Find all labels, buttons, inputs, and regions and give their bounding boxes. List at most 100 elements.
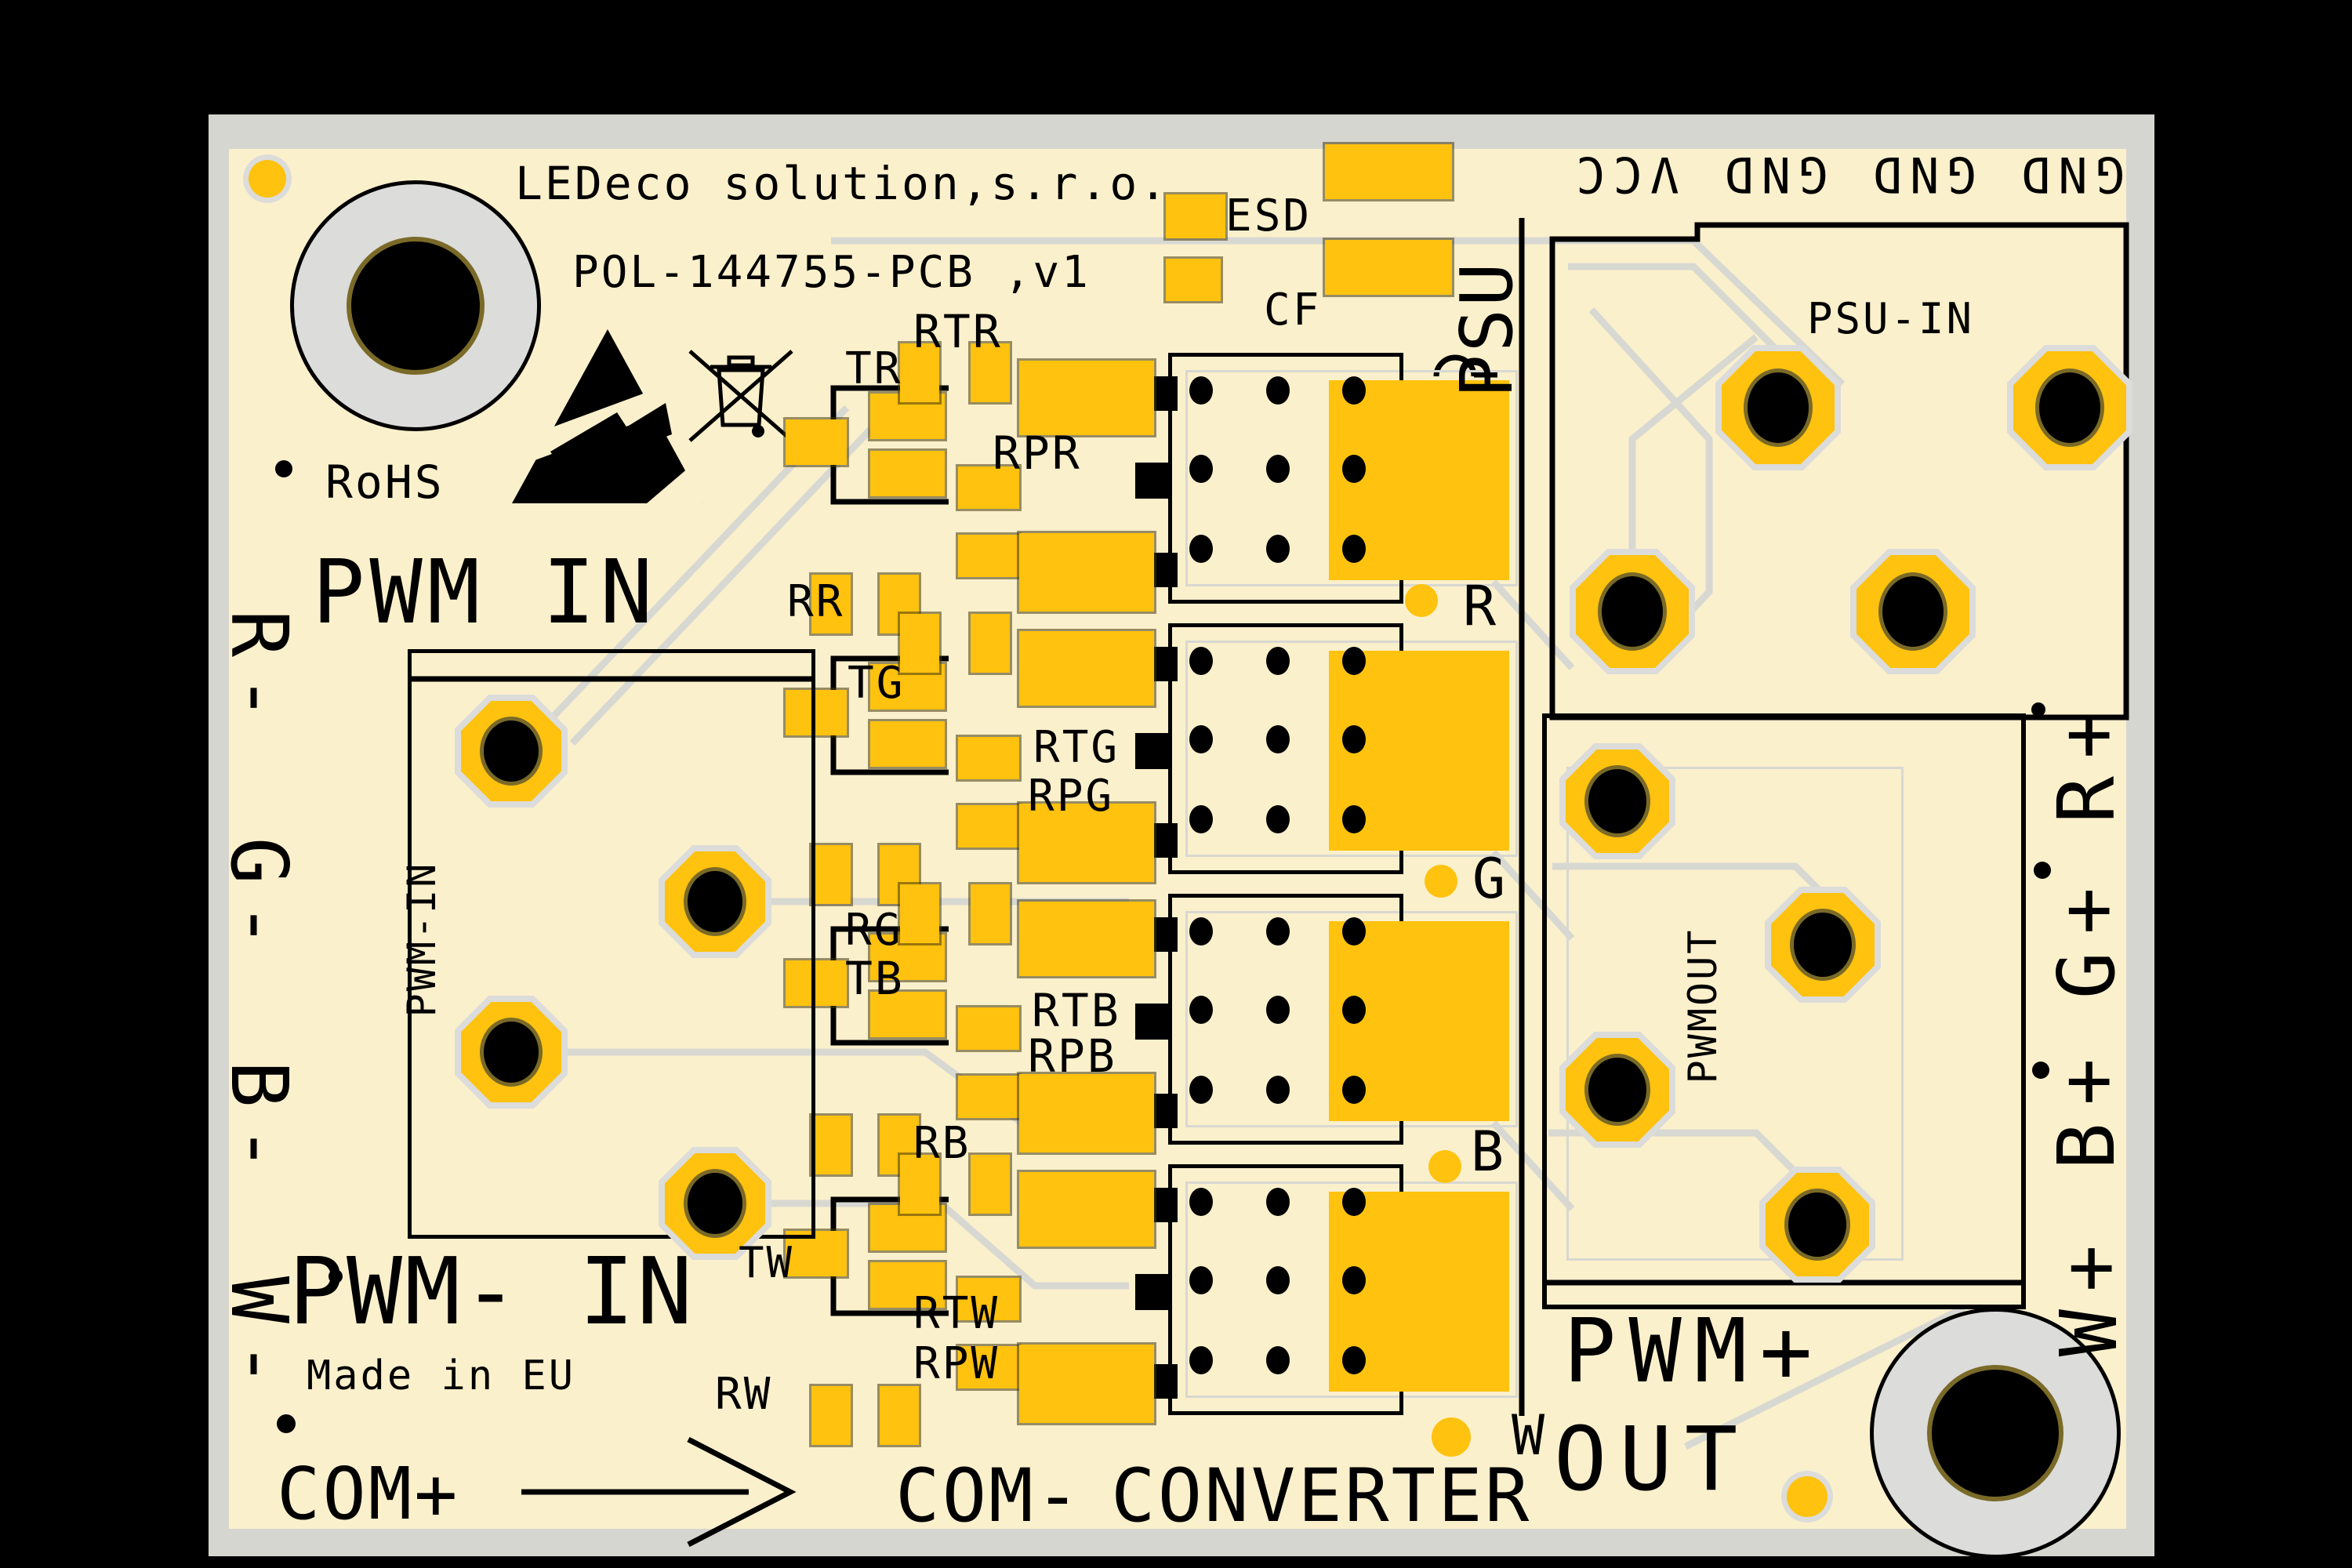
ssr-pin-dot-W-11 [1266,1266,1290,1294]
smd-pad-R-10 [1019,533,1154,612]
psu-rect-pad-2 [1325,240,1452,295]
ssr-side-pin-G-0 [1154,647,1178,681]
ssr-pin-dot-G-11 [1266,725,1290,753]
ref-tw: TW [739,1238,795,1287]
edge-b-plus: B+ [2041,1040,2132,1171]
mounting-hole-top-left [290,180,541,431]
smd-pad-W-8 [958,1346,1019,1388]
edge-w-minus: W- [213,1276,305,1406]
psu-in-pad-3-hole [1598,572,1667,651]
ref-rpr: RPR [993,426,1082,480]
ref-rpw: RPW [913,1338,1000,1389]
smd-pad-G-2 [870,721,945,767]
ssr-pin-dot-G-20 [1189,805,1213,833]
block-courtyard-W [1185,1181,1518,1398]
trace-6 [1490,579,1575,671]
smd-pad-G-0 [786,690,847,735]
smd-pad-W-9 [1019,1172,1154,1247]
smd-pad-G-7 [958,737,1019,779]
smd-pad-R-3 [811,575,851,633]
smd-pad-G-3 [811,845,851,904]
psu-label: PSU [1445,260,1529,398]
psu-in-pad-4-hole [1878,572,1947,651]
smd-pad-B-8 [958,1076,1019,1118]
pwm-in-pad-2-hole [684,867,746,936]
edge-g-minus: G- [213,837,305,967]
ref-tr: TR [845,343,903,394]
pwm-in-conn-label: PWM-IN [399,861,445,1018]
ssr-side-pin-B-0 [1154,917,1178,952]
ssr-pin-dot-B-20 [1189,1076,1213,1104]
trace-7 [1490,849,1575,942]
trace-1 [569,426,873,746]
ssr-side-pin-R-2 [1135,463,1170,499]
ssr-pin-dot-G-10 [1189,725,1213,753]
channel-g-dot [1425,865,1457,898]
channel-b-dot [1428,1150,1461,1183]
pwm-plus-label: PWM+ [1563,1301,1825,1403]
smd-pad-B-0 [786,960,847,1006]
edge-r-plus: R+ [2041,694,2132,824]
ssr-pin-dot-W-10 [1189,1266,1213,1294]
smd-pad-B-3 [811,1116,851,1174]
ssr-side-pin-G-1 [1154,823,1178,858]
channel-w-dot [1432,1417,1471,1457]
ssr-pin-dot-B-12 [1342,996,1366,1024]
ssr-pin-dot-R-11 [1266,455,1290,483]
smd-pad-W-2 [870,1262,945,1308]
gnd-vcc-flipped: GND GND GND VCC [1568,146,2125,203]
channel-r-dot [1405,584,1438,617]
ssr-pin-dot-B-22 [1342,1076,1366,1104]
trace-14 [1683,1304,1966,1450]
smd-pad-G-9 [1019,631,1154,706]
smd-pad-W-5 [900,1155,939,1214]
ssr-side-pin-G-2 [1135,733,1170,769]
ref-rb: RB [913,1118,971,1169]
pwm-in-connector-outline [408,649,815,1239]
ssr-pin-dot-R-10 [1189,455,1213,483]
ssr-side-pin-R-0 [1154,376,1178,411]
mounting-hole-top-left-bore [347,237,485,375]
psu-in-pad-2-hole [2035,368,2104,447]
esd-warning-icon [507,329,707,503]
ssr-pin-dot-B-02 [1342,917,1366,946]
converter-label: CONVERTER [1111,1454,1532,1539]
ref-tg: TG [848,658,906,709]
smd-pad-B-5 [900,884,939,943]
pwmout-pad-2-hole [1790,909,1856,981]
ssr-pin-dot-R-01 [1266,376,1290,405]
smd-pad-B-7 [958,1007,1019,1050]
ssr-pin-dot-B-10 [1189,996,1213,1024]
out-label: OUT [1554,1409,1751,1511]
edge-dot-2 [2032,1062,2049,1079]
ssr-pin-dot-W-22 [1342,1346,1366,1374]
cf-pad [1166,259,1221,301]
smd-pad-W-7 [958,1278,1019,1320]
pwmout-courtyard [1566,767,1904,1261]
pwmout-connector-outline [1542,713,2026,1309]
pwm-in-pad-1-hole [480,717,543,786]
ssr-side-pin-W-0 [1154,1188,1178,1222]
ssr-pin-dot-R-00 [1189,376,1213,405]
ref-rg: RG [845,905,903,956]
block-courtyard-B [1185,911,1518,1127]
psu-in-pad-1-hole [1744,368,1813,447]
smd-pad-B-9 [1019,902,1154,976]
psu-in-label: PSU-IN [1807,294,1975,343]
channel-r-label: R [1463,574,1499,638]
smd-pad-R-8 [958,535,1019,577]
channel-g-label: G [1472,847,1508,911]
trace-10 [1628,334,1759,564]
ssr-pin-dot-W-12 [1342,1266,1366,1294]
block-courtyard-R [1185,370,1518,586]
ssr-pin-dot-B-00 [1189,917,1213,946]
ssr-side-pin-R-1 [1154,553,1178,587]
com-arrow-icon [521,1436,797,1548]
ref-esd: ESD [1225,191,1312,241]
ssr-side-pin-W-1 [1154,1364,1178,1399]
rohs-label: RoHS [325,456,445,509]
edge-dot-1 [2034,862,2051,879]
smd-pad-G-10 [1019,804,1154,882]
weee-bin-icon [688,350,793,442]
